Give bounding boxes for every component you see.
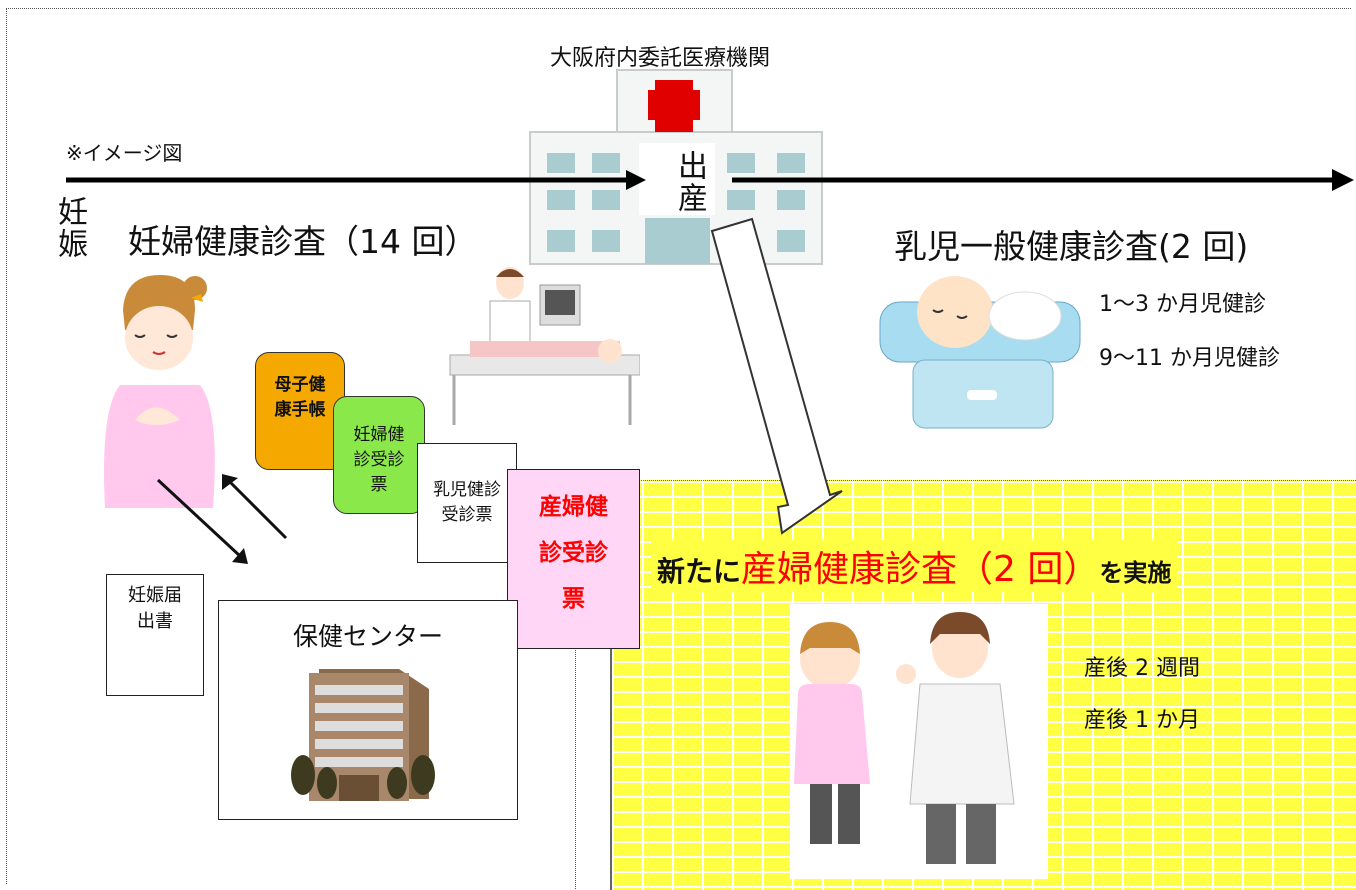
pregnancy-checkup-title: 妊婦健康診査（14 回）: [128, 222, 478, 261]
postpartum-prefix: 新たに: [657, 555, 742, 588]
outer-frame: [6, 8, 1351, 884]
postpartum-item: 産後 2 週間: [1084, 656, 1200, 681]
prenatal-ticket-card: 妊婦健診受診票: [333, 396, 425, 514]
infant-ticket-label: 乳児健診受診票: [433, 480, 501, 525]
infant-checkup-title: 乳児一般健康診査(2 回): [894, 227, 1249, 266]
prenatal-ticket-label: 妊婦健診受診票: [353, 425, 405, 495]
ultrasound-exam-icon: [440, 265, 640, 430]
doctor-consultation-icon: [790, 604, 1048, 879]
hospital-label: 大阪府内委託医療機関: [550, 46, 771, 71]
baby-on-scale-icon: [875, 272, 1085, 432]
timeline-arrow: [66, 169, 1354, 191]
image-note: ※イメージ図: [66, 141, 183, 165]
pregnant-woman-icon: [95, 270, 225, 510]
pregnancy-label: 妊娠: [52, 196, 87, 260]
divider-line: [575, 648, 576, 889]
pregnancy-notification-card: 妊娠届出書: [106, 574, 204, 696]
birth-label: 出産: [672, 150, 707, 214]
infant-checkup-item: 9〜11 か月児健診: [1099, 346, 1280, 371]
postpartum-announcement: 新たに産婦健康診査（2 回）を実施: [651, 540, 1178, 592]
exchange-arrows: [156, 474, 288, 564]
infant-ticket-card: 乳児健診受診票: [417, 443, 517, 563]
hollow-arrow: [710, 217, 843, 535]
postpartum-item: 産後 1 か月: [1084, 708, 1200, 733]
postpartum-highlight: 産婦健康診査（2 回）: [741, 549, 1100, 590]
postpartum-ticket-card: 産婦健診受診票: [507, 469, 640, 649]
health-center-box: 保健センター: [218, 600, 518, 820]
office-building-icon: [289, 659, 449, 809]
health-center-label: 保健センター: [292, 622, 443, 651]
infant-checkup-item: 1〜3 か月児健診: [1099, 292, 1266, 317]
postpartum-ticket-label: 産婦健診受診票: [539, 494, 608, 612]
mother-child-handbook-card: 母子健康手帳: [255, 352, 345, 470]
pregnancy-notification-label: 妊娠届出書: [128, 585, 182, 632]
mother-child-handbook-label: 母子健康手帳: [274, 375, 326, 420]
hospital-icon: [527, 68, 827, 268]
postpartum-suffix: を実施: [1099, 559, 1172, 587]
